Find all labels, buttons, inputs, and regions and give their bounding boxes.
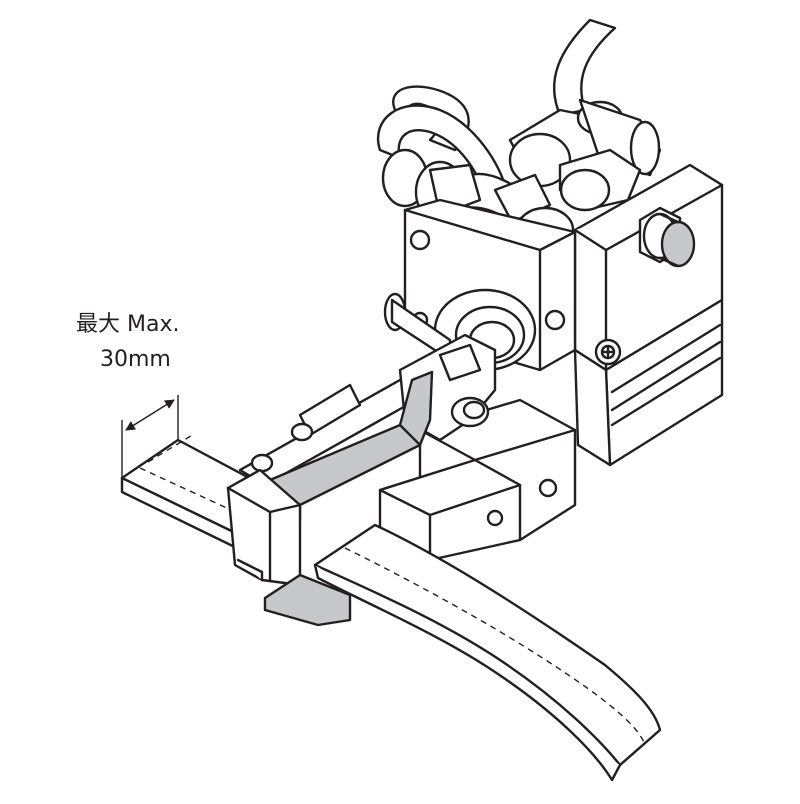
dimension-label-value: 30mm (100, 347, 171, 372)
clamp-bracket (226, 468, 302, 587)
dimension-indicator (121, 395, 179, 478)
dimension-label-max: 最大 Max. (76, 312, 180, 337)
lower-block (378, 398, 577, 562)
belt-main (313, 523, 662, 782)
left-rail (238, 292, 452, 487)
side-push-button (638, 206, 696, 268)
valve-fittings (381, 98, 662, 254)
main-front-plate (403, 198, 577, 372)
bottom-plate (263, 573, 352, 627)
pneumatic-cylinder (573, 298, 724, 467)
